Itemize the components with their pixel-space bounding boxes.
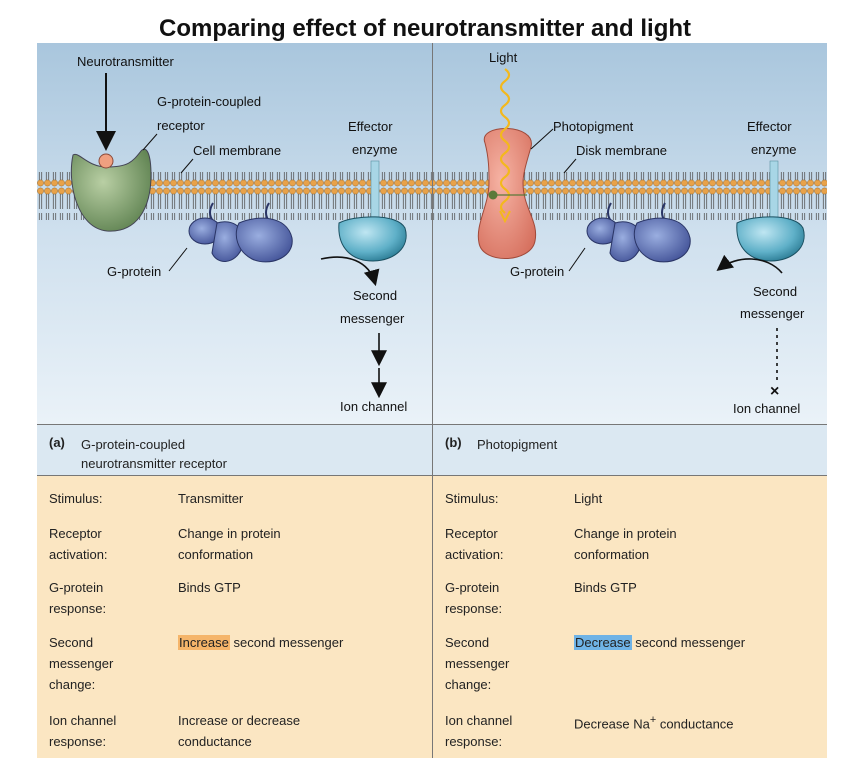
row-value-rest: second messenger bbox=[631, 635, 746, 650]
cell-membrane-label: Cell membrane bbox=[193, 143, 281, 158]
neurotransmitter-molecule-icon bbox=[98, 153, 114, 169]
ion-channel-label-a: Ion channel bbox=[340, 399, 407, 414]
row-value: Increase second messenger bbox=[178, 632, 428, 653]
effector-enzyme-a-icon bbox=[338, 216, 407, 262]
effector-label-a-1: Effector bbox=[348, 119, 393, 134]
retinal-icon bbox=[488, 190, 498, 200]
row-value-rest: second messenger bbox=[229, 635, 344, 650]
row-label: Stimulus: bbox=[445, 491, 499, 506]
row-label: Second messenger change: bbox=[445, 635, 510, 692]
decrease-highlight: Decrease bbox=[574, 635, 632, 650]
row-value-post: conductance bbox=[656, 716, 734, 732]
second-messenger-label-a-2: messenger bbox=[340, 311, 405, 326]
effector-label-a-2: enzyme bbox=[352, 142, 398, 157]
row-value: Change in protein conformation bbox=[574, 526, 677, 562]
sodium-charge: + bbox=[649, 714, 657, 726]
row-value: Decrease Na+ conductance bbox=[574, 710, 824, 734]
figure-title: Comparing effect of neurotransmitter and… bbox=[158, 15, 692, 42]
row-value: Change in protein conformation bbox=[178, 526, 281, 562]
gprotein-leader-b bbox=[568, 247, 586, 272]
neurotransmitter-label: Neurotransmitter bbox=[77, 54, 174, 69]
row-label: Second messenger change: bbox=[49, 635, 114, 692]
row-value: Increase or decrease conductance bbox=[178, 713, 301, 749]
disk-membrane-label: Disk membrane bbox=[576, 143, 667, 158]
panel-a-title: G-protein-coupled neurotransmitter recep… bbox=[81, 437, 227, 471]
cell-membrane-leader bbox=[180, 158, 194, 174]
gprotein-gamma-icon bbox=[235, 217, 293, 263]
row-value: Binds GTP bbox=[178, 580, 241, 595]
panel-a-header: (a) G-protein-coupled neurotransmitter r… bbox=[37, 424, 433, 476]
second-messenger-curve-a bbox=[320, 256, 380, 287]
row-value: Light bbox=[574, 491, 603, 506]
blocked-mark-icon: × bbox=[770, 383, 779, 400]
panel-divider bbox=[432, 43, 433, 758]
effector-label-b-2: enzyme bbox=[751, 142, 797, 157]
row-label: Receptor activation: bbox=[445, 526, 504, 562]
panel-b-header: (b) Photopigment bbox=[433, 424, 827, 476]
ion-channel-label-b: Ion channel bbox=[733, 401, 800, 416]
second-messenger-label-b-2: messenger bbox=[740, 306, 805, 321]
panel-b-table: Stimulus: Light Receptor activation: Cha… bbox=[433, 476, 827, 758]
row-label: Stimulus: bbox=[49, 491, 103, 506]
panel-a-tag: (a) bbox=[49, 435, 65, 450]
row-label: Ion channel response: bbox=[445, 713, 513, 749]
gprotein-label-b: G-protein bbox=[510, 264, 564, 279]
panel-a-table: Stimulus: Transmitter Receptor activatio… bbox=[37, 476, 433, 758]
gprotein-label-a: G-protein bbox=[107, 264, 161, 279]
receptor-label-2: receptor bbox=[157, 118, 205, 133]
gprotein-leader-a bbox=[168, 247, 188, 272]
increase-highlight: Increase bbox=[178, 635, 230, 650]
effector-anchor-a bbox=[370, 160, 380, 222]
receptor-label-1: G-protein-coupled bbox=[157, 94, 261, 109]
second-messenger-label-b-1: Second bbox=[753, 284, 797, 299]
effector-enzyme-b-icon bbox=[736, 216, 805, 262]
gprotein-b-gamma-icon bbox=[633, 217, 691, 263]
row-value: Decrease second messenger bbox=[574, 632, 824, 653]
row-label: G-protein response: bbox=[445, 580, 503, 616]
receptor-leader bbox=[142, 133, 158, 151]
row-label: Receptor activation: bbox=[49, 526, 108, 562]
row-label: Ion channel response: bbox=[49, 713, 117, 749]
light-arrowhead bbox=[499, 210, 511, 224]
panel-b-tag: (b) bbox=[445, 435, 462, 450]
disk-membrane-leader bbox=[563, 158, 577, 174]
row-label: G-protein response: bbox=[49, 580, 107, 616]
photopigment-icon bbox=[477, 127, 537, 259]
row-value: Transmitter bbox=[178, 491, 244, 506]
panel-b-title: Photopigment bbox=[477, 437, 558, 452]
second-messenger-curve-b bbox=[716, 254, 783, 274]
second-messenger-label-a-1: Second bbox=[353, 288, 397, 303]
light-label: Light bbox=[489, 50, 518, 65]
effector-label-b-1: Effector bbox=[747, 119, 792, 134]
row-value: Binds GTP bbox=[574, 580, 637, 595]
photopigment-label: Photopigment bbox=[553, 119, 634, 134]
light-wave-icon bbox=[499, 68, 511, 214]
row-value-pre: Decrease Na bbox=[574, 716, 650, 732]
photopigment-leader bbox=[530, 128, 554, 150]
effector-anchor-b bbox=[769, 160, 779, 222]
